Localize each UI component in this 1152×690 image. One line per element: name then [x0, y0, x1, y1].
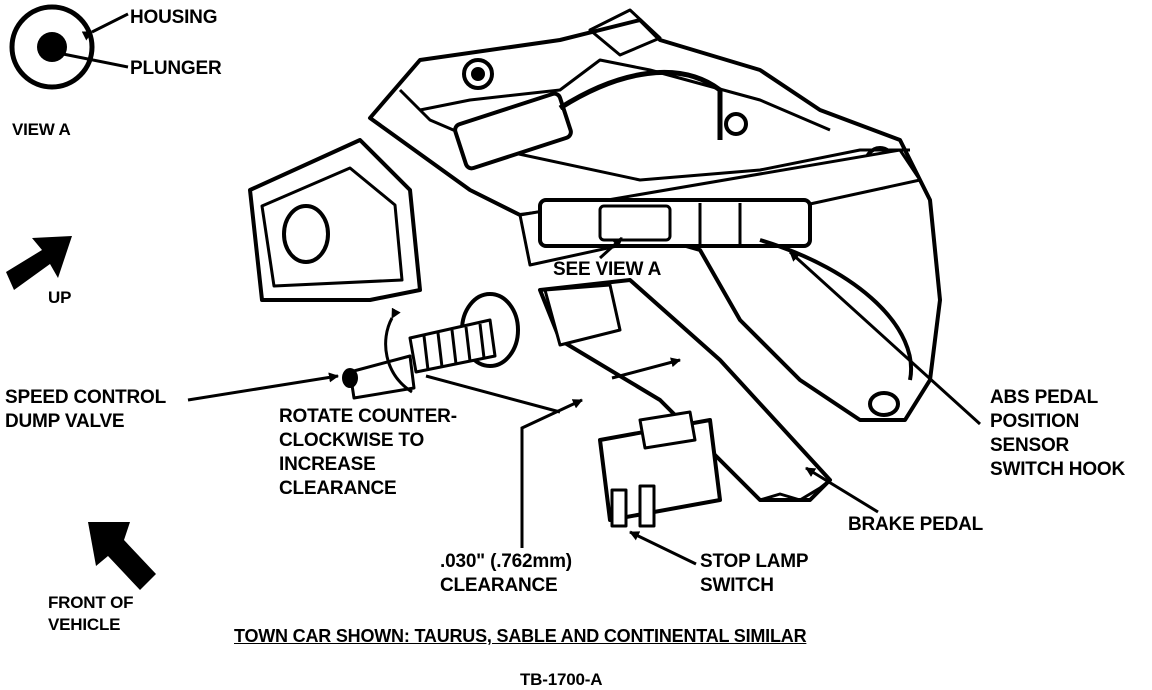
callout-leaders: [187, 236, 982, 566]
housing-leader: [81, 12, 129, 41]
see-view-a-label: SEE VIEW A: [553, 259, 662, 280]
front-of-vehicle-label: FRONT OF VEHICLE: [48, 592, 133, 636]
front-arrow-icon: [88, 522, 156, 590]
clearance-line-1: .030" (.762mm): [440, 551, 572, 572]
stop-lamp-leader: [629, 530, 697, 566]
clearance-leader-2: [611, 357, 681, 380]
brake-pedal-label: BRAKE PEDAL: [848, 514, 984, 535]
speed-control-line-2: DUMP VALVE: [5, 411, 125, 432]
rotate-line-1: ROTATE COUNTER-: [279, 406, 457, 427]
figure-caption: TOWN CAR SHOWN: TAURUS, SABLE AND CONTIN…: [234, 626, 807, 646]
brake-pedal-leader: [805, 466, 879, 514]
speed-control-label: SPEED CONTROL DUMP VALVE: [5, 386, 166, 434]
stop-lamp-line-1: STOP LAMP: [700, 551, 809, 572]
up-label: UP: [48, 288, 72, 307]
rotate-curved-arrow: [384, 307, 413, 394]
housing-label: HOUSING: [130, 7, 218, 28]
plunger-label: PLUNGER: [130, 58, 222, 79]
stop-lamp-switch-label: STOP LAMP SWITCH: [700, 550, 809, 598]
bracket-assembly: [248, 8, 942, 528]
clearance-line-2: CLEARANCE: [440, 575, 558, 596]
clearance-leader: [520, 398, 583, 548]
abs-line-4: SWITCH HOOK: [990, 459, 1126, 480]
view-a-title: VIEW A: [12, 120, 71, 139]
housing-circle: [9, 4, 95, 90]
view-a-inset: [9, 4, 129, 90]
up-arrow-icon: [6, 236, 72, 290]
figure-id: TB-1700-A: [520, 670, 603, 689]
rotate-leader: [425, 374, 561, 414]
speed-control-leader: [187, 372, 339, 402]
abs-label: ABS PEDAL POSITION SENSOR SWITCH HOOK: [990, 386, 1125, 482]
rotate-label: ROTATE COUNTER- CLOCKWISE TO INCREASE CL…: [279, 405, 457, 501]
plunger-dot: [37, 32, 67, 62]
front-of-vehicle-line-2: VEHICLE: [48, 615, 121, 634]
plunger-leader: [53, 47, 129, 69]
rotate-line-3: INCREASE: [279, 454, 376, 475]
abs-line-3: SENSOR: [990, 435, 1070, 456]
rotate-line-4: CLEARANCE: [279, 478, 397, 499]
stop-lamp-line-2: SWITCH: [700, 575, 774, 596]
clearance-label: .030" (.762mm) CLEARANCE: [440, 550, 572, 598]
see-view-a-leader: [598, 236, 624, 260]
front-of-vehicle-line-1: FRONT OF: [48, 593, 134, 612]
rotate-line-2: CLOCKWISE TO: [279, 430, 425, 451]
abs-line-2: POSITION: [990, 411, 1080, 432]
speed-control-line-1: SPEED CONTROL: [5, 387, 167, 408]
abs-line-1: ABS PEDAL: [990, 387, 1098, 408]
abs-leader: [788, 250, 982, 426]
